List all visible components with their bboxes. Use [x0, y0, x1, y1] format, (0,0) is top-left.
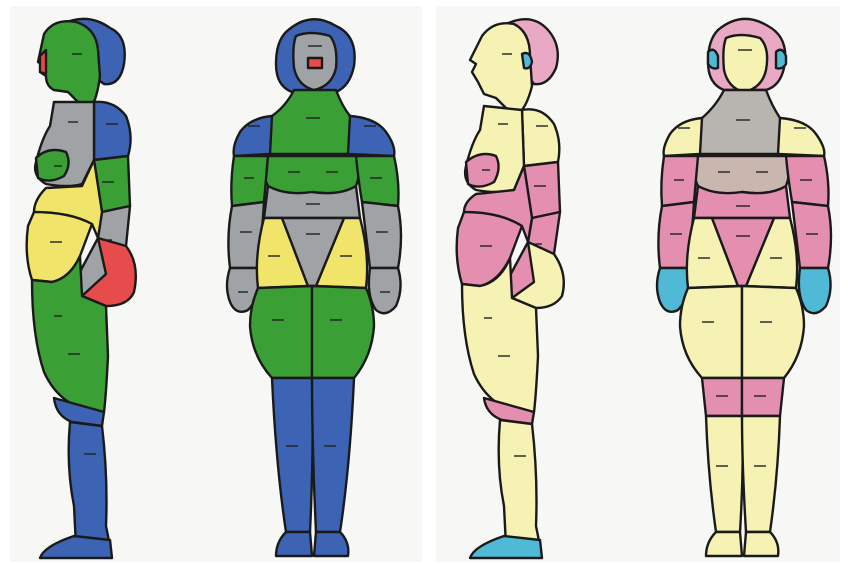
region-right-upper-arm: [356, 156, 399, 206]
region-face: [723, 35, 767, 92]
region-right-ear: [776, 50, 786, 69]
region-ear: [522, 53, 532, 68]
region-waist: [264, 186, 360, 218]
region-right-foot: [744, 532, 778, 556]
left-side-figure: [27, 19, 136, 558]
left-panel: [10, 6, 422, 562]
region-left-foot: [276, 532, 312, 556]
region-left-lower-leg: [272, 378, 313, 532]
region-waist: [694, 186, 790, 218]
region-right-shoulder: [778, 118, 824, 156]
region-left-foot: [706, 532, 742, 556]
region-upper-chest: [698, 90, 780, 154]
right-panel-drawing: [436, 6, 840, 562]
region-left-lower-leg: [706, 416, 743, 532]
region-breast-band: [263, 156, 359, 193]
region-face: [38, 21, 100, 104]
region-foot: [40, 536, 112, 558]
region-right-foot: [314, 532, 348, 556]
region-mouth: [308, 58, 322, 68]
region-breast-band: [693, 156, 789, 193]
region-breast: [36, 150, 69, 181]
region-foot: [470, 536, 542, 558]
region-right-hand: [369, 268, 401, 313]
right-panel: [436, 6, 840, 562]
left-front-figure: [227, 19, 401, 556]
region-right-upper-arm: [786, 156, 829, 206]
region-left-upper-arm: [661, 156, 698, 206]
region-right-knee: [742, 378, 784, 416]
region-left-thigh: [250, 286, 312, 378]
region-lower-leg: [69, 422, 110, 546]
region-right-lower-leg: [742, 416, 780, 532]
left-panel-drawing: [10, 6, 422, 562]
region-left-shoulder: [664, 118, 702, 156]
region-left-ear: [708, 50, 718, 69]
region-upper-back: [94, 102, 131, 160]
region-lower-leg: [499, 420, 540, 546]
region-right-shoulder: [348, 116, 394, 156]
region-left-knee: [702, 378, 742, 416]
region-upper-chest: [268, 90, 350, 154]
right-front-figure: [657, 19, 831, 556]
region-upper-back: [522, 109, 559, 166]
region-left-shoulder: [234, 116, 272, 156]
region-left-upper-arm: [231, 156, 268, 206]
region-nose-mouth: [40, 50, 46, 74]
region-left-thigh: [680, 286, 742, 378]
region-right-thigh: [742, 286, 804, 378]
region-right-lower-leg: [312, 378, 354, 532]
region-right-thigh: [312, 286, 374, 378]
right-side-figure: [457, 19, 564, 558]
region-right-hand: [799, 268, 831, 313]
